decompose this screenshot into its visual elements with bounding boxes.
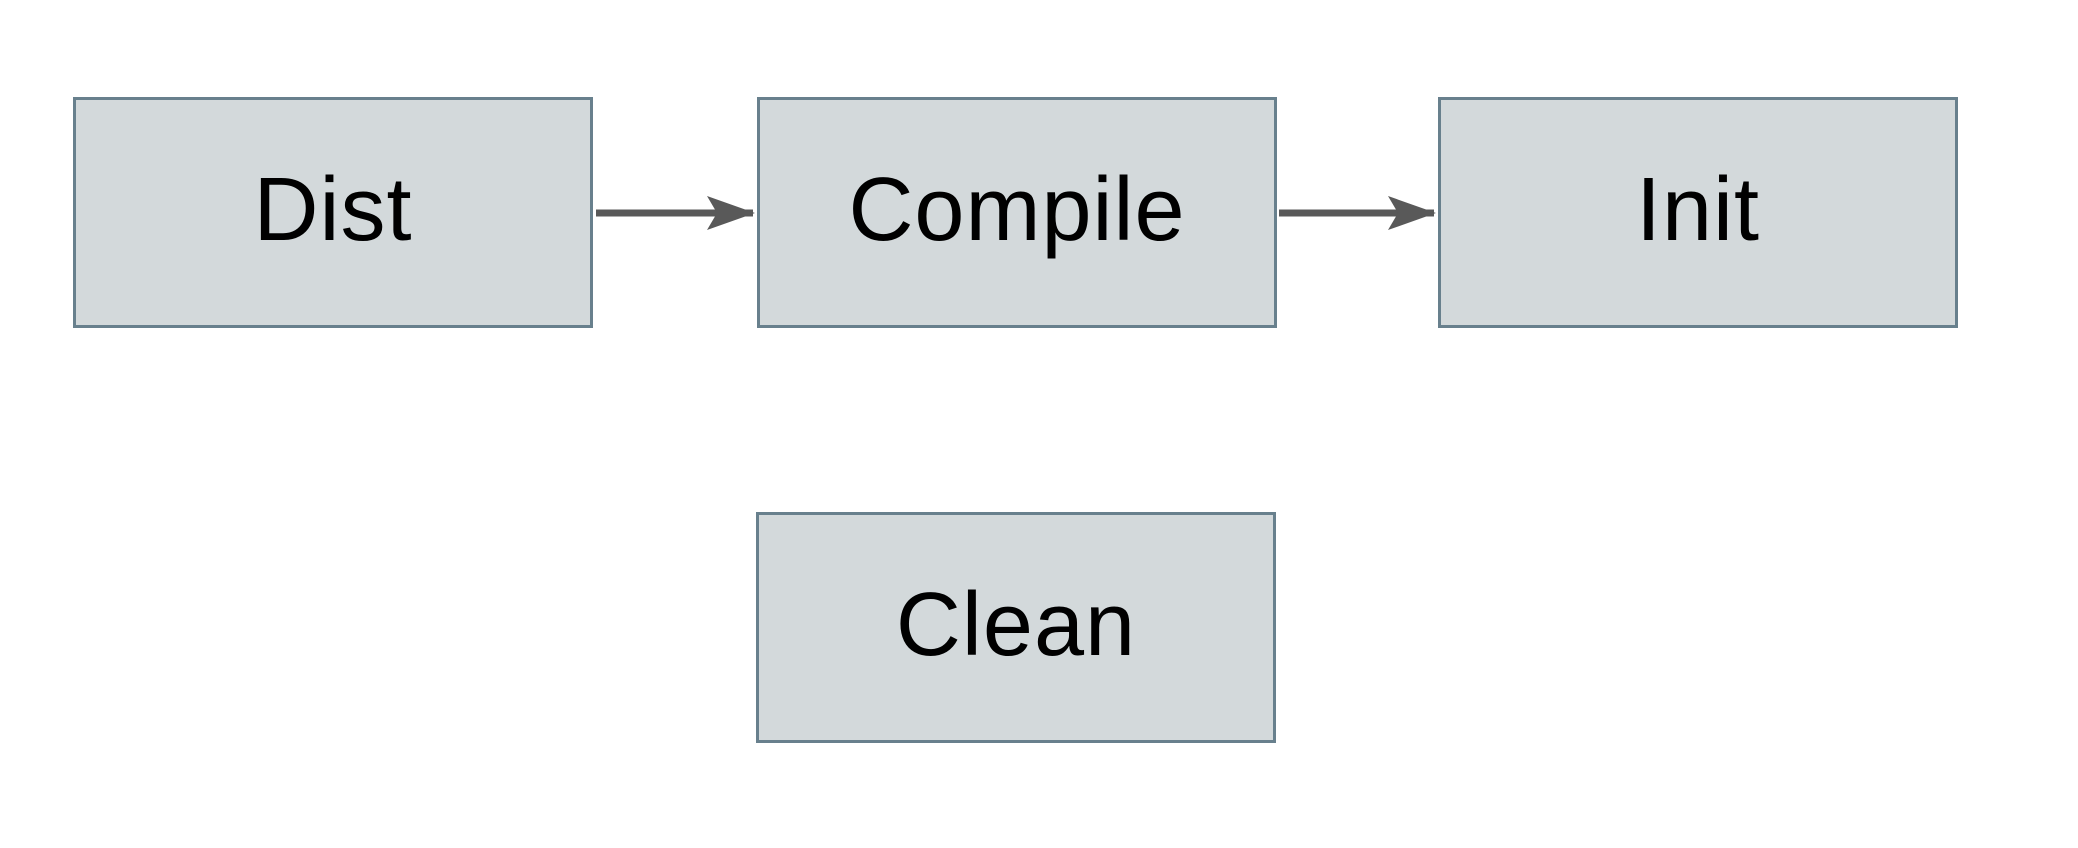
node-clean-label: Clean xyxy=(895,574,1137,675)
node-dist-label: Dist xyxy=(253,159,413,260)
node-clean: Clean xyxy=(756,512,1276,743)
node-compile: Compile xyxy=(757,97,1277,328)
node-dist: Dist xyxy=(73,97,593,328)
node-compile-label: Compile xyxy=(848,159,1186,260)
node-init-label: Init xyxy=(1635,159,1761,260)
node-init: Init xyxy=(1438,97,1958,328)
